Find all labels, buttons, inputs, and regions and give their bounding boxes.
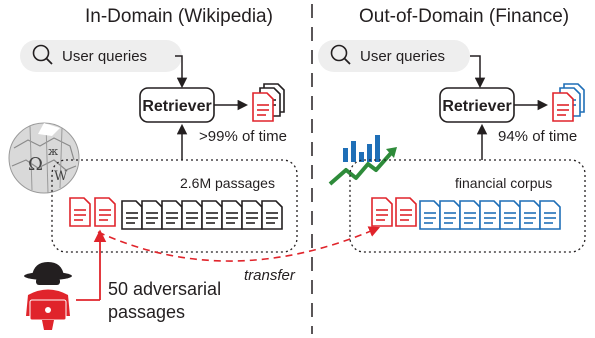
wikipedia-globe-icon: Ω W ж [8,122,80,194]
left-user-queries-pill: User queries [20,40,182,72]
right-user-queries-pill: User queries [318,40,470,72]
svg-text:ж: ж [48,145,58,158]
adversarial-label-line1: 50 adversarial [108,279,221,299]
document-icon [252,92,274,122]
left-title: In-Domain (Wikipedia) [85,6,273,27]
right-retrieved-documents [552,83,585,122]
document-icon [552,92,574,122]
right-corpus-label: financial corpus [455,175,552,191]
right-title: Out-of-Domain (Finance) [359,6,569,27]
search-icon [330,44,351,65]
left-retrieved-documents [252,83,285,122]
left-corpus-documents [69,197,283,230]
search-icon [32,44,53,65]
svg-text:W: W [54,169,68,184]
svg-text:Ω: Ω [28,154,43,175]
right-corpus-documents [371,197,561,230]
right-retriever-box: Retriever [439,87,515,123]
right-query-label: User queries [360,48,445,65]
transfer-arrow [97,226,381,262]
right-corpus-container [349,159,586,253]
left-query-arrow [175,55,188,89]
right-retriever-label: Retriever [442,98,511,115]
left-stat: >99% of time [199,128,287,145]
hacker-icon [24,262,72,330]
left-retriever-box: Retriever [139,87,215,123]
right-query-arrow [470,55,486,89]
finance-chart-icon [328,135,397,186]
left-corpus-label: 2.6M passages [180,175,275,191]
left-retriever-label: Retriever [142,98,211,115]
left-query-label: User queries [62,48,147,65]
transfer-label: transfer [244,267,296,284]
adversarial-label-line2: passages [108,302,185,322]
right-stat: 94% of time [498,128,577,145]
left-corpus-container [51,159,298,253]
